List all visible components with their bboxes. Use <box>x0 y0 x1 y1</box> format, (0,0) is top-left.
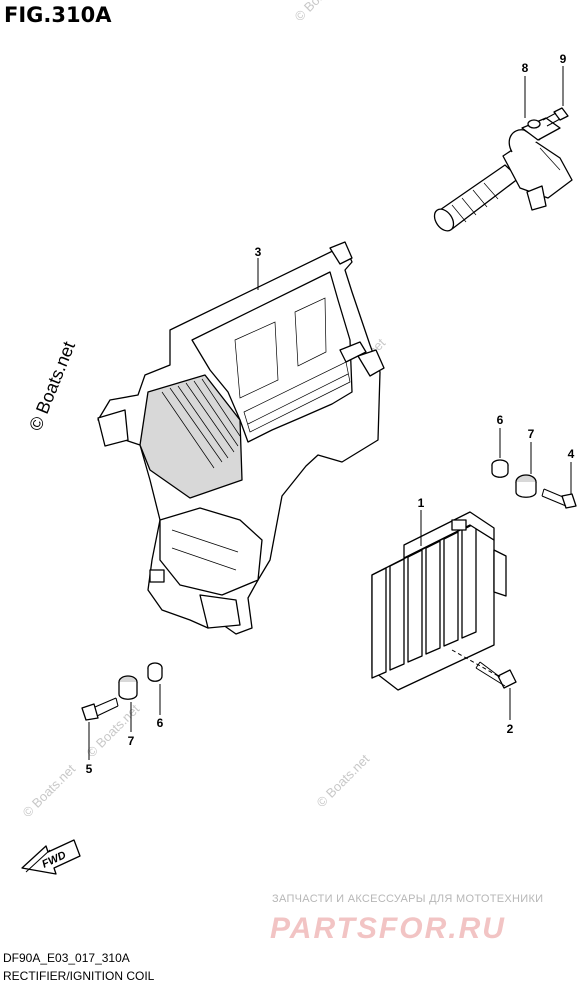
callout-6-upper[interactable]: 6 <box>497 413 504 427</box>
callout-1[interactable]: 1 <box>418 496 425 510</box>
bolt-part-2 <box>475 661 517 689</box>
callout-3[interactable]: 3 <box>255 245 262 259</box>
bracket-hatching <box>161 378 241 469</box>
watermark-faint: © Boats.net <box>314 751 373 810</box>
rectifier-part-1 <box>371 511 507 691</box>
shop-tagline: ЗАПЧАСТИ И АКСЕССУАРЫ ДЛЯ МОТОТЕХНИКИ <box>272 893 543 905</box>
watermark-main: © Boats.net <box>25 339 79 434</box>
watermark-faint: © Boats.net <box>20 761 79 820</box>
diagram-caption: RECTIFIER/IGNITION COIL <box>3 969 155 983</box>
bolt-part-9 <box>542 107 569 127</box>
callout-7-upper[interactable]: 7 <box>528 427 535 441</box>
bracket-part-3 <box>97 241 385 635</box>
collar-part-6-lower <box>147 662 163 682</box>
grommet-part-7-lower <box>118 675 138 700</box>
diagram-code: DF90A_E03_017_310A <box>3 951 130 965</box>
callout-5[interactable]: 5 <box>86 762 93 776</box>
callout-9[interactable]: 9 <box>560 52 567 66</box>
callout-6-lower[interactable]: 6 <box>157 716 164 730</box>
watermark-faint: © Boats.net <box>292 0 351 24</box>
ignition-coil-part-8 <box>433 117 573 232</box>
collar-part-6-upper <box>491 459 509 478</box>
bolt-part-5 <box>81 697 119 721</box>
callout-7-lower[interactable]: 7 <box>128 734 135 748</box>
figure-title: FIG.310A <box>4 3 112 27</box>
bolt-part-4 <box>541 488 577 509</box>
rectifier-fins <box>371 522 477 679</box>
callout-8[interactable]: 8 <box>522 61 529 75</box>
fwd-arrow-icon: FWD <box>21 839 81 875</box>
shop-name: PARTSFOR.RU <box>270 912 506 945</box>
callout-4[interactable]: 4 <box>568 447 575 461</box>
grommet-part-7-upper <box>515 474 537 498</box>
callout-2[interactable]: 2 <box>507 722 514 736</box>
